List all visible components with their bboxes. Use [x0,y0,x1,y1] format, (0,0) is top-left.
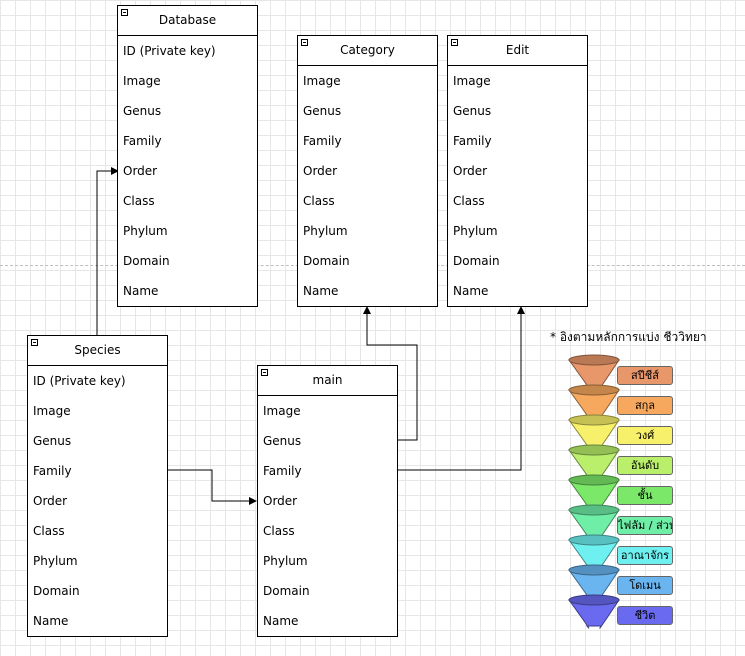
entity-field[interactable]: Genus [453,104,492,118]
edge-main-to-category[interactable] [363,306,418,441]
entity-field[interactable]: Image [303,74,341,88]
entity-header[interactable]: Edit [448,36,587,66]
funnel-tier [568,354,620,389]
entity-field[interactable]: Genus [263,434,302,448]
entity-header[interactable]: Database [118,6,257,36]
entity-field[interactable]: Genus [33,434,72,448]
entity-field[interactable]: Phylum [453,224,498,238]
entity-field[interactable]: Name [123,284,159,298]
funnel-tier [568,414,620,449]
entity-field[interactable]: Name [303,284,339,298]
funnel-tier [568,504,620,539]
collapse-icon[interactable] [261,369,268,376]
taxonomy-level-label[interactable]: ชีวิต [617,606,673,625]
edge-main-to-edit[interactable] [398,306,525,471]
entity-title: Category [340,43,395,57]
entity-field[interactable]: Family [33,464,72,478]
entity-field[interactable]: Phylum [123,224,168,238]
edge-species-to-main[interactable] [167,469,257,505]
entity-title: Species [74,343,121,357]
entity-field[interactable]: Phylum [303,224,348,238]
funnel-tier [568,534,620,569]
entity-header[interactable]: Species [28,336,167,366]
taxonomy-level-label[interactable]: ชั้น [617,486,673,505]
funnel-tier [568,564,620,599]
entity-field[interactable]: Class [123,194,155,208]
edge-species-to-database[interactable] [96,167,119,336]
entity-field[interactable]: Class [33,524,65,538]
taxonomy-level-label[interactable]: ไฟลัม / ส่วน [617,516,673,535]
entity-field[interactable]: Name [263,614,299,628]
entity-field[interactable]: Phylum [263,554,308,568]
entity-field[interactable]: Family [123,134,162,148]
taxonomy-level-label[interactable]: สปีชีส์ [617,366,673,385]
taxonomy-level-label[interactable]: อันดับ [617,456,673,475]
entity-field[interactable]: Family [303,134,342,148]
entity-field[interactable]: Image [123,74,161,88]
funnel-tier [568,384,620,419]
entity-title: Database [158,13,217,27]
entity-field[interactable]: Image [453,74,491,88]
entity-field[interactable]: Image [33,404,71,418]
taxonomy-level-label[interactable]: อาณาจักร [617,546,673,565]
collapse-icon[interactable] [31,339,38,346]
entity-field[interactable]: Family [263,464,302,478]
entity-field[interactable]: Class [453,194,485,208]
entity-field[interactable]: Class [263,524,295,538]
entity-field[interactable]: Image [263,404,301,418]
entity-title: main [312,373,343,387]
entity-field[interactable]: ID (Private key) [123,44,216,58]
entity-field[interactable]: Domain [303,254,350,268]
entity-field[interactable]: Order [453,164,488,178]
collapse-icon[interactable] [121,9,128,16]
entity-field[interactable]: Order [303,164,338,178]
entity-field[interactable]: Order [123,164,158,178]
taxonomy-level-label[interactable]: วงศ์ [617,426,673,445]
taxonomy-note: * อิงตามหลักการแบ่ง ชีววิทยา [550,330,707,344]
entity-header[interactable]: Category [298,36,437,66]
entity-field[interactable]: Phylum [33,554,78,568]
entity-field[interactable]: Genus [123,104,162,118]
entity-field[interactable]: Order [33,494,68,508]
entity-header[interactable]: main [258,366,397,396]
entity-field[interactable]: Name [33,614,69,628]
entity-field[interactable]: Class [303,194,335,208]
entity-field[interactable]: Family [453,134,492,148]
funnel-tier [568,594,620,629]
entity-field[interactable]: Domain [263,584,310,598]
funnel-tier [568,474,620,509]
entity-field[interactable]: Domain [123,254,170,268]
collapse-icon[interactable] [451,39,458,46]
taxonomy-level-label[interactable]: สกุล [617,396,673,415]
collapse-icon[interactable] [301,39,308,46]
entity-title: Edit [505,43,530,57]
funnel-graphic [568,354,620,629]
entity-field[interactable]: ID (Private key) [33,374,126,388]
entity-field[interactable]: Order [263,494,298,508]
funnel-tier [568,444,620,479]
entity-field[interactable]: Domain [453,254,500,268]
taxonomy-level-label[interactable]: โดเมน [617,576,673,595]
taxonomy-funnel[interactable]: สปีชีส์สกุลวงศ์อันดับชั้นไฟลัม / ส่วนอาณ… [565,352,680,637]
entity-field[interactable]: Genus [303,104,342,118]
entity-field[interactable]: Name [453,284,489,298]
entity-field[interactable]: Domain [33,584,80,598]
